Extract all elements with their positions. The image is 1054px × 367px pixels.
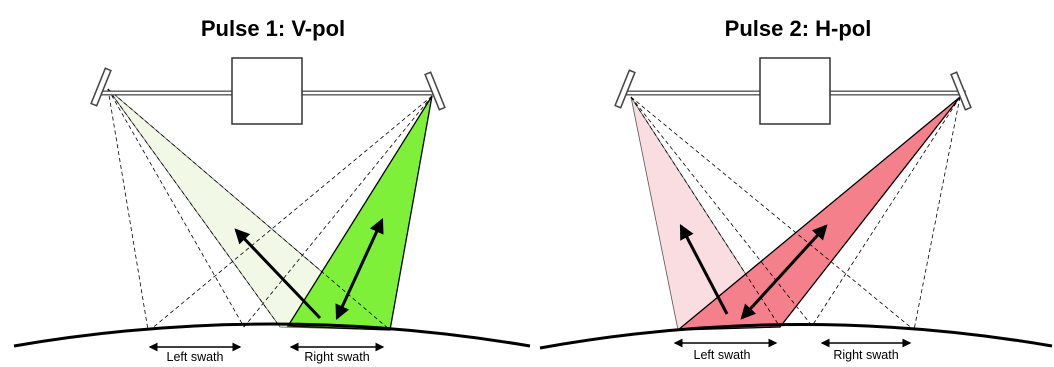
right-beam-strong [286, 95, 433, 331]
ground-curve [539, 322, 1053, 350]
swath-limit-lines [630, 96, 961, 331]
instrument-box [231, 57, 303, 125]
panel-title: Pulse 1: V-pol [201, 16, 345, 41]
two-way-arrow [740, 224, 828, 320]
left-swath-label: Left swath [694, 348, 751, 362]
right-antenna [950, 71, 972, 111]
instrument-box [759, 57, 831, 125]
panel-h-pol: Pulse 2: H-pol Left swath Right swath [539, 16, 1053, 362]
right-beam-strong [676, 96, 961, 331]
right-swath-label: Right swath [304, 350, 369, 364]
panel-v-pol: Pulse 1: V-pol Left swath Right swath [13, 16, 531, 364]
right-antenna [424, 71, 446, 111]
two-way-arrow [335, 217, 384, 321]
left-antenna [90, 67, 112, 107]
left-antenna [614, 69, 636, 109]
backscatter-arrow [679, 224, 729, 315]
panel-title: Pulse 2: H-pol [725, 16, 872, 41]
left-swath-label: Left swath [167, 350, 224, 364]
backscatter-arrow [234, 228, 322, 320]
right-swath-label: Right swath [833, 348, 898, 362]
ground-curve [13, 322, 531, 348]
